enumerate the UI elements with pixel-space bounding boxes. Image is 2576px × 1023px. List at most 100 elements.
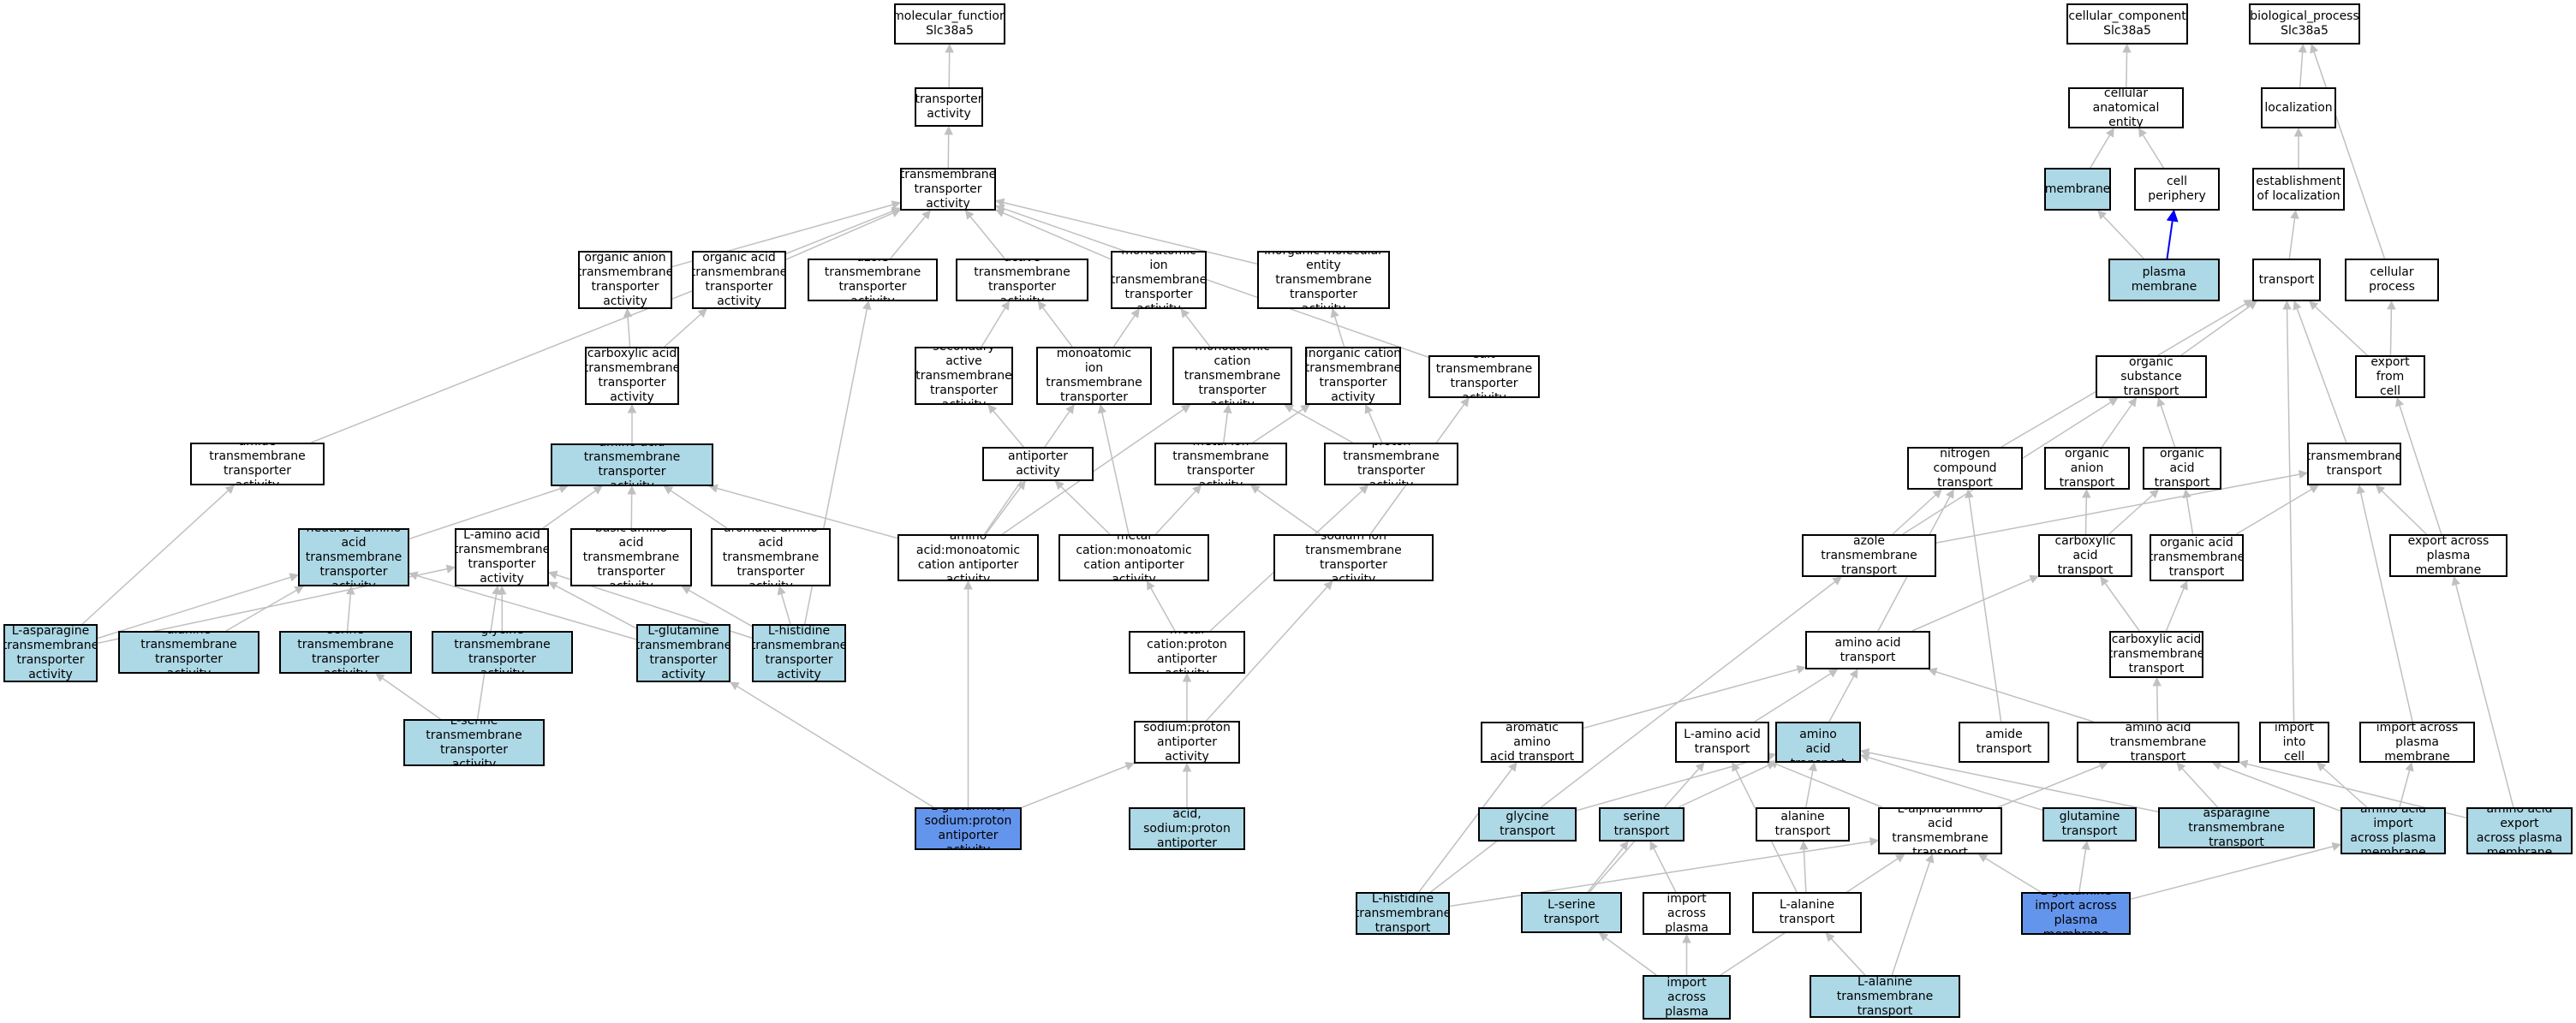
edge-cell_anatomical-to-cc_root <box>2122 43 2132 88</box>
node-neutral-l-aa-tm: neutral L-amino acid transmembrane trans… <box>298 528 409 586</box>
edge-l_serine_import_pm-to-l_serine_transport <box>1598 932 1657 976</box>
node-inorganic-mol-tm: inorganic molecular entity transmembrane… <box>1257 251 1390 309</box>
node-organic-substance: organic substance transport <box>2096 355 2207 398</box>
edge-aa_import_pm-to-import_into_cell <box>2317 762 2368 808</box>
node-l-gln-import-pm: L-glutamine import across plasma membran… <box>2021 892 2131 935</box>
edge-aa_import_pm-to-import_across_pm <box>2399 761 2414 808</box>
node-monoatomic-cation: monoatomic cation transmembrane transpor… <box>1172 347 1292 405</box>
node-neutral-aa-sodium-proton: neutral amino acid, sodium:proton antipo… <box>1129 807 1245 850</box>
node-aromatic-aa-tm: aromatic amino acid transmembrane transp… <box>711 528 831 586</box>
edge-plasma_membrane-to-membrane <box>2097 210 2144 259</box>
edge-aa_monoatomic_anti-to-monoatomic_cation <box>1001 404 1191 535</box>
node-amide-tm: amide transmembrane transporter activity <box>190 443 325 485</box>
node-antiporter: antiporter activity <box>982 447 1094 481</box>
node-active-monoatomic: active monoatomic ion transmembrane tran… <box>1036 347 1152 405</box>
node-aa-import-pm: amino acid import across plasma membrane <box>2340 807 2446 854</box>
node-asparagine-tm-transport: asparagine transmembrane transport <box>2158 807 2315 848</box>
node-export-across-pm: export across plasma membrane <box>2389 534 2507 577</box>
edge-localization-to-bp_root <box>2298 43 2307 88</box>
edge-amide_tm-to-tm_transporter <box>311 206 901 443</box>
edge-plasma_membrane-to-cell_periphery <box>2166 209 2179 259</box>
node-cc-root: cellular_component Slc38a5 <box>2066 3 2188 45</box>
edge-azole_tm_transport-to-nitrogen_compound <box>1892 489 1942 535</box>
edge-active_monoatomic-to-monoatomic_ion_tm <box>1112 308 1140 348</box>
node-establishment-loc: establishment of localization <box>2252 168 2345 211</box>
node-sodium-proton: sodium:proton antiporter activity <box>1134 721 1240 764</box>
edge-carboxylic_tm-to-organic_acid_tm <box>664 308 707 348</box>
node-l-histidine-tm: L-histidine transmembrane transporter ac… <box>752 624 846 682</box>
node-glycine-tm: glycine transmembrane transporter activi… <box>432 631 573 674</box>
node-l-gln-sodium-proton: L-glutamine, sodium:proton antiporter ac… <box>915 807 1022 850</box>
edge-proton_tm-to-monoatomic_cation <box>1284 404 1353 443</box>
edge-aa_monoatomic_anti-to-aa_tm <box>708 484 898 539</box>
edge-l_alanine_transport-to-alanine_transport <box>1799 840 1809 893</box>
node-membrane: membrane <box>2044 168 2111 211</box>
edge-l_histidine_tm_transport-to-aromatic_aa_transport <box>1418 762 1518 893</box>
node-basic-aa-tm: basic amino acid transmembrane transport… <box>570 528 692 586</box>
edge-metal_cation_anti-to-antiporter <box>1054 480 1111 535</box>
node-monoatomic-ion-tm: monoatomic ion transmembrane transporter… <box>1111 251 1207 309</box>
edge-organic_substance-to-transport <box>2180 300 2257 356</box>
edge-l_alpha_aa_tm-to-l_aa_transport <box>1768 760 1883 808</box>
node-metal-cation-anti: metal cation:monoatomic cation antiporte… <box>1058 534 1209 581</box>
node-l-glutamine-tm: L-glutamine transmembrane transporter ac… <box>636 624 730 682</box>
node-tm-transport: transmembrane transport <box>2307 443 2401 485</box>
node-salt-tm: salt transmembrane transporter activity <box>1428 355 1540 398</box>
edge-carboxylic_transport-to-organic_anion <box>2082 488 2091 535</box>
edge-l_alanine_tm_transport-to-l_alanine_transport <box>1825 932 1866 976</box>
edge-aa_tm_transport-to-carboxylic_tm_transport <box>2152 676 2162 723</box>
edge-export_across_pm-to-tm_transport <box>2375 485 2427 535</box>
node-l-alanine-tm-transport: L-alanine transmembrane transport <box>1810 975 1960 1018</box>
node-aa-transport: amino acid transport <box>1805 631 1930 669</box>
edge-cellular_process-to-bp_root <box>2310 44 2386 259</box>
edge-tm_transporter-to-transporter_act <box>944 125 953 169</box>
node-glycine-transport: glycine transport <box>1478 807 1577 842</box>
node-aa-export-pm: amino acid export across plasma membrane <box>2466 807 2573 854</box>
edge-import_into_cell-to-transport <box>2282 300 2295 723</box>
edge-metal_cation_anti-to-metal_ion_tm <box>1154 485 1202 535</box>
node-l-histidine-tm-transport: L-histidine transmembrane transport <box>1356 892 1450 935</box>
edge-active_tm-to-tm_transporter <box>964 210 1005 259</box>
node-aa-tm-transport: amino acid transmembrane transport <box>2077 722 2239 763</box>
edge-serine_tm-to-neutral_l_aa_tm <box>346 585 355 632</box>
node-proton-tm: proton transmembrane transporter activit… <box>1324 443 1458 485</box>
node-metal-ion-tm: metal ion transmembrane transporter acti… <box>1154 443 1287 485</box>
edge-metal_ion_tm-to-inorganic_cation <box>1252 404 1310 443</box>
edge-alanine_transport-to-neutral_aa_transport <box>1805 761 1817 808</box>
node-carboxylic-transport: carboxylic acid transport <box>2038 534 2132 577</box>
node-transport: transport <box>2252 259 2321 301</box>
edge-l_gln_sodium_proton-to-sodium_proton <box>1021 762 1135 808</box>
edge-l_gln_sodium_proton-to-l_glutamine_tm <box>730 681 934 808</box>
edge-aa_monoatomic_anti-to-antiporter <box>985 480 1026 535</box>
edge-asparagine_tm_transport-to-neutral_aa_transport <box>1859 747 2159 813</box>
node-serine-transport: serine transport <box>1599 807 1685 842</box>
node-l-serine-tm: L-serine transmembrane transporter activ… <box>403 719 545 766</box>
edge-organic_acid_tm_transport-to-tm_transport <box>2235 485 2319 535</box>
edge-transporter_act-to-mf_root <box>945 43 954 88</box>
node-organic-anion-tm: organic anion transmembrane transporter … <box>578 251 672 309</box>
node-nitrogen-compound: nitrogen compound transport <box>1907 447 2023 490</box>
node-aa-monoatomic-anti: amino acid:monoatomic cation antiporter … <box>897 534 1039 581</box>
edge-carboxylic_tm-to-organic_anion_tm <box>623 307 633 348</box>
node-plasma-membrane: plasma membrane <box>2108 259 2220 301</box>
node-aromatic-aa-transport: aromatic amino acid transport <box>1481 722 1583 763</box>
edge-l_asparagine_tm-to-amide_tm <box>81 485 235 625</box>
edge-asparagine_tm_transport-to-aa_tm_transport <box>2176 762 2219 808</box>
node-l-serine-import-pm: L-serine import across plasma membrane <box>1643 975 1731 1020</box>
edge-metal_cation_proton-to-metal_cation_anti <box>1146 580 1176 632</box>
node-inorganic-cation: inorganic cation transmembrane transport… <box>1305 347 1401 405</box>
edge-glycine_transport-to-neutral_aa_transport <box>1576 752 1777 812</box>
edge-membrane-to-cell_anatomical <box>2090 128 2114 169</box>
edge-l_histidine_tm-to-aromatic_aa_tm <box>777 585 791 625</box>
edge-amide_transport-to-nitrogen_compound <box>1965 488 2002 723</box>
edge-carboxylic_transport-to-organic_acid <box>2108 489 2160 535</box>
edge-serine_import_pm-to-serine_transport <box>1649 841 1677 893</box>
node-carboxylic-tm: carboxylic acid transmembrane transporte… <box>585 347 679 405</box>
edge-l_alanine_tm_transport-to-l_alpha_aa_tm <box>1891 853 1935 976</box>
edge-l_aa_tm-to-aa_tm <box>542 485 603 529</box>
edge-import_across_pm-to-tm_transport <box>2356 484 2413 723</box>
node-metal-cation-proton: metal cation:proton antiporter activity <box>1129 631 1245 674</box>
edge-aa_tm_transport-to-aa_transport <box>1927 667 2094 723</box>
